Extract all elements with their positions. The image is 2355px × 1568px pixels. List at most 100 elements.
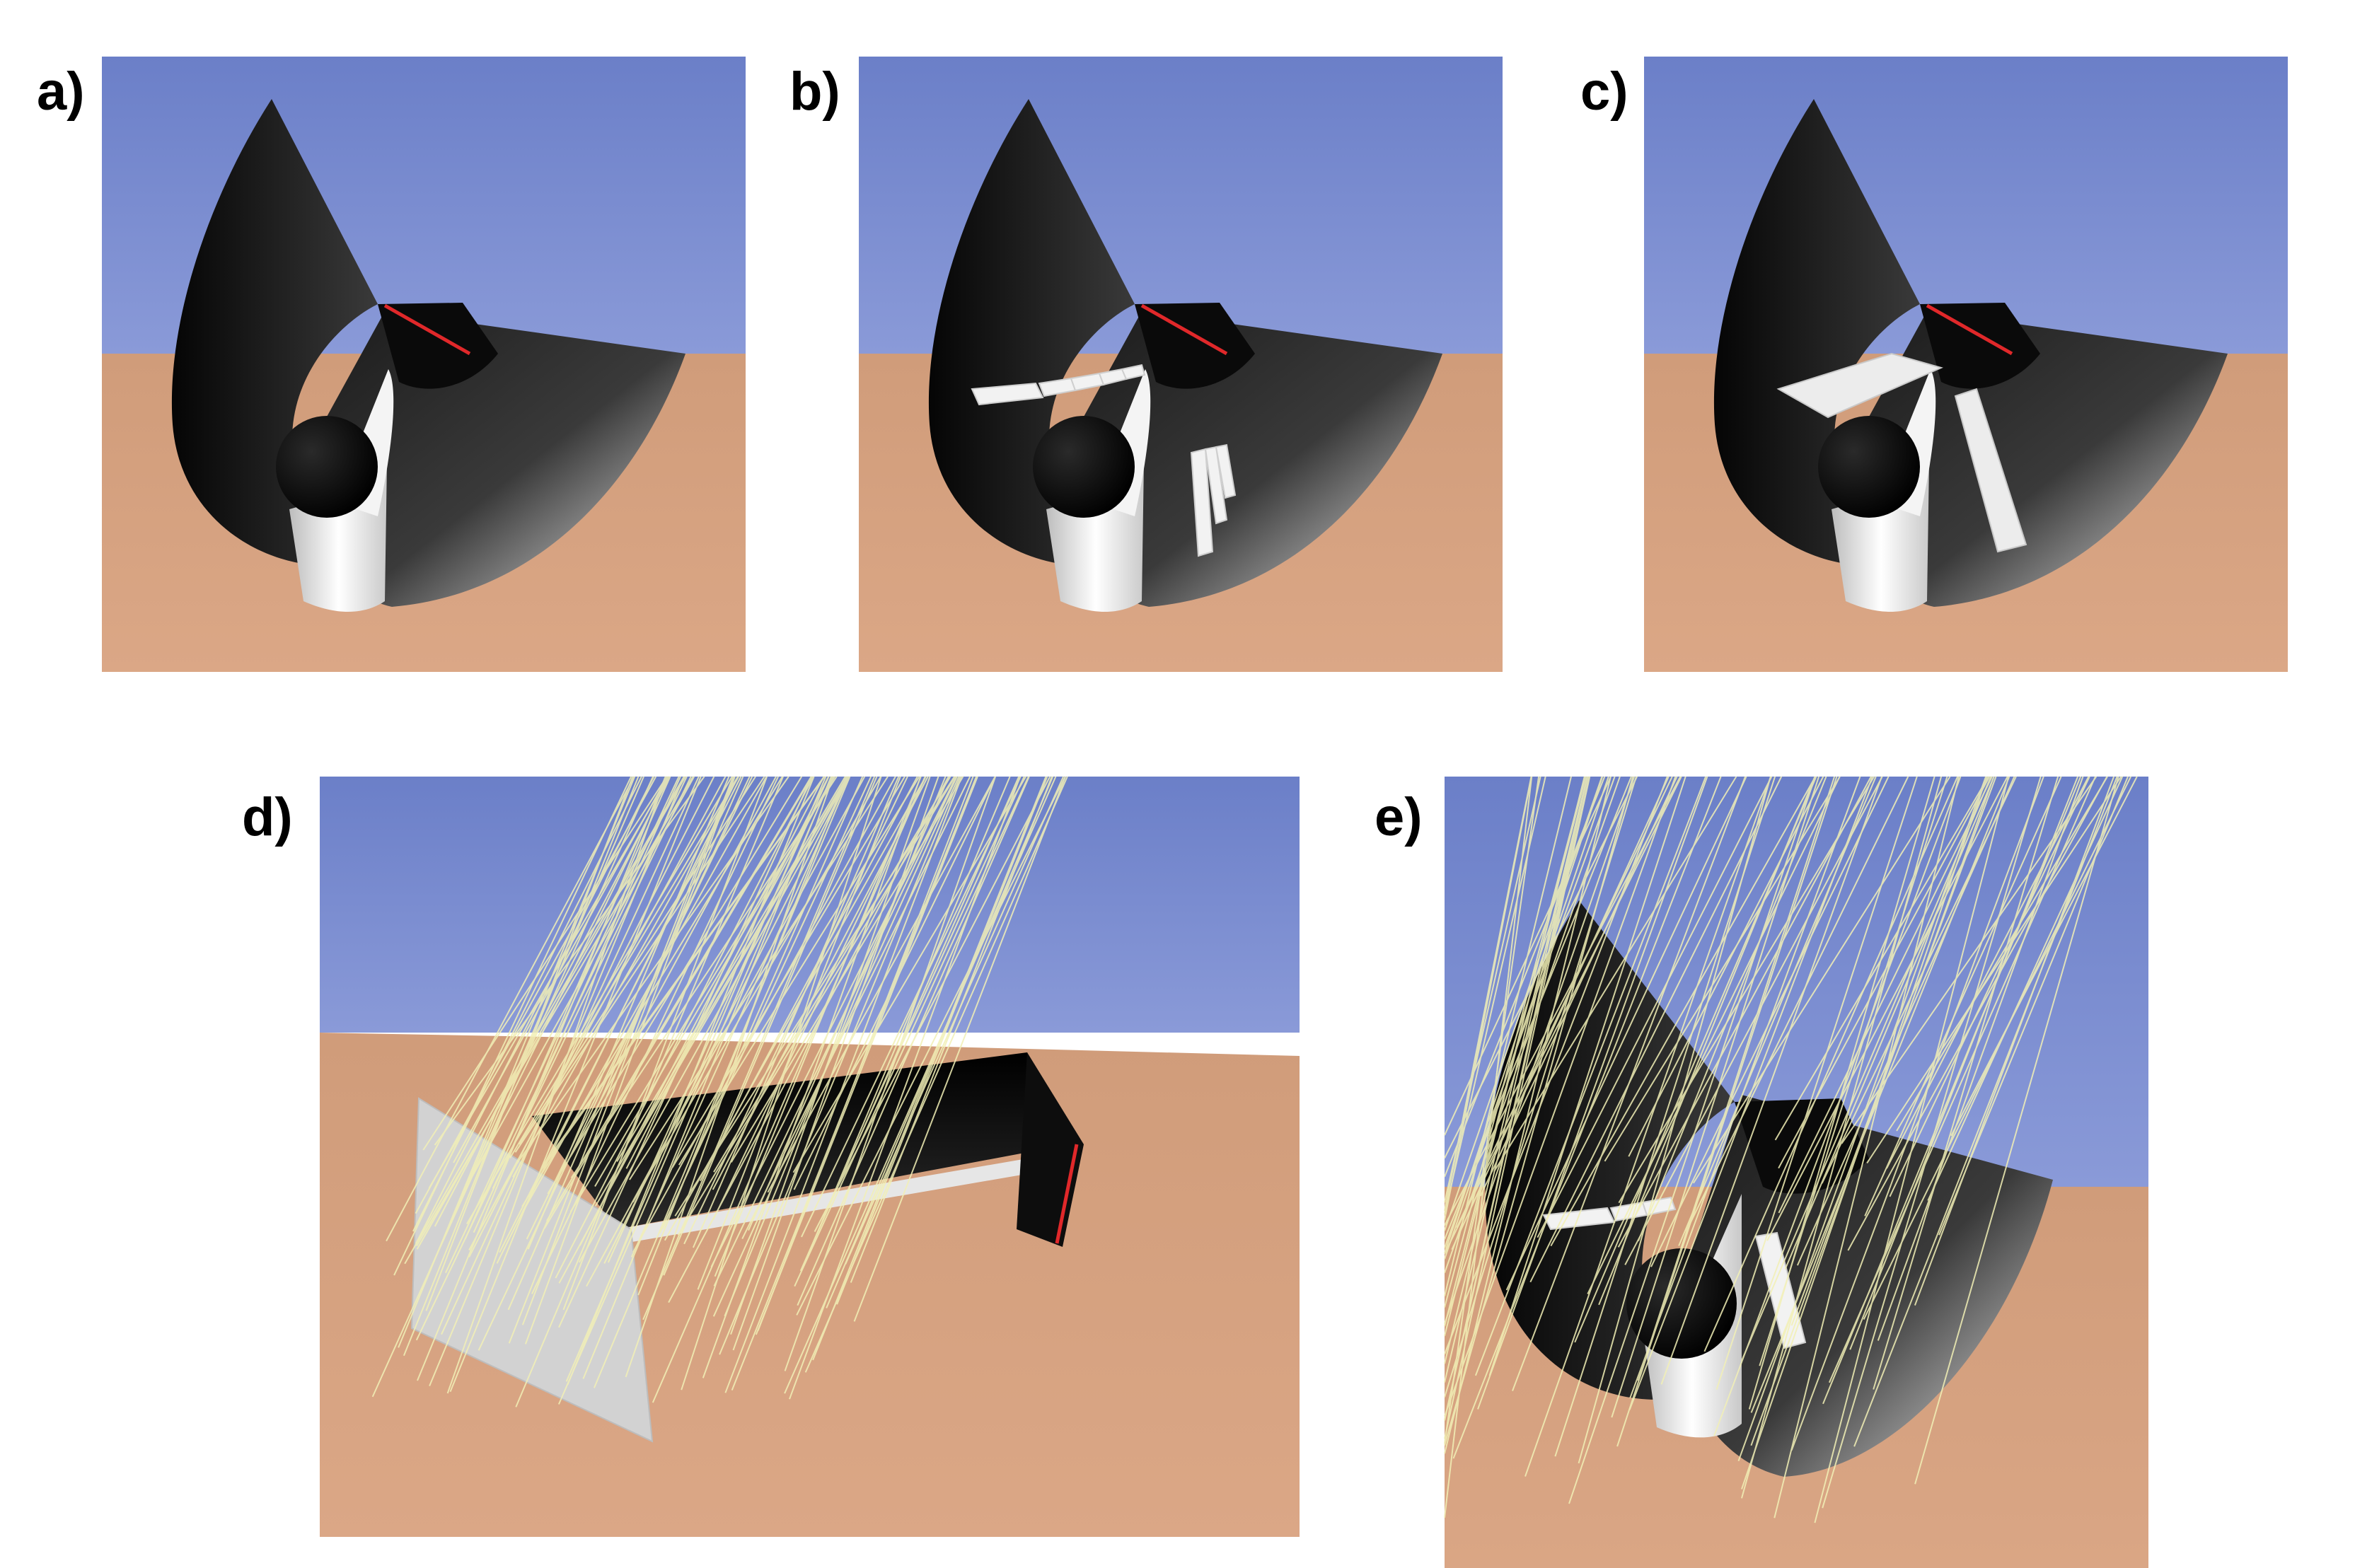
light-ray [1774,776,1960,1518]
light-ray [523,776,768,1210]
light-ray [826,776,1054,1308]
light-ray [1790,776,1997,1326]
light-ray [458,776,670,1202]
light-ray [1715,776,1918,1390]
light-ray [1637,776,1827,1241]
receiver-wing-right [1954,388,2027,553]
light-ray [508,776,734,1344]
light-ray [557,776,833,1405]
light-ray [719,776,961,1355]
panel-c-render [1644,57,2288,672]
light-ray [683,776,908,1245]
light-ray [1444,776,1591,1439]
light-ray [836,776,1048,1305]
light-ray [441,776,700,1335]
light-ray [1759,776,1948,1366]
light-ray [1554,776,1776,1457]
light-ray [784,776,997,1371]
light-ray [478,776,751,1351]
light-ray [663,776,878,1276]
light-ray [804,776,1011,1264]
light-ray [1637,776,1836,1381]
light-ray [730,776,964,1163]
light-ray [586,776,866,1287]
light-ray [1660,776,1882,1385]
light-ray [473,776,681,1233]
light-ray [1628,776,1824,1157]
light-ray [415,776,654,1244]
light-ray [692,776,900,1248]
light-ray [1444,776,1590,1420]
light-ray [732,776,939,1351]
light-ray [794,776,1029,1287]
light-ray [1686,776,1909,1231]
light-ray [386,776,635,1242]
light-ray [1444,776,1609,1260]
panel-a-render [102,57,746,672]
light-ray [507,776,744,1311]
light-ray [789,776,1021,1400]
light-ray [1617,776,1872,1248]
light-ray [850,776,1053,1283]
light-ray [512,776,739,1178]
light-ray [434,776,671,1227]
light-ray [1692,776,1951,1184]
light-ray [509,776,739,1158]
panel-label-d: d) [242,787,293,847]
light-ray [630,776,850,1258]
light-ray [702,776,922,1378]
panel-b-render [859,57,1503,672]
light-ray [632,776,896,1253]
light-ray [1678,776,1877,1246]
panel-d-render [320,776,1300,1537]
light-ray [801,776,1022,1238]
light-ray [1537,776,1773,1238]
light-ray [1713,776,1962,1436]
light-ray [1750,776,1995,1446]
light-ray [555,776,814,1279]
light-ray [681,776,882,1390]
light-ray [1886,776,2090,1169]
light-ray [1629,776,1861,1399]
light-ray [853,776,1067,1322]
light-ray [570,776,838,1179]
light-ray [1624,776,1883,1265]
light-ray [1444,776,1677,1417]
light-ray [593,776,851,1388]
light-ray [616,776,846,1162]
light-ray [668,776,949,1303]
light-ray [1790,776,2044,1451]
light-ray [415,776,657,1214]
light-ray [664,776,927,1241]
light-ray [521,776,735,1325]
light-ray [464,776,671,1240]
light-ray [393,776,632,1276]
light-ray [1444,776,1546,1215]
light-ray [1512,776,1747,1391]
panel-label-c: c) [1580,62,1628,122]
light-ray [629,776,889,1180]
light-ray [1864,776,2062,1216]
light-ray [1889,776,2090,1197]
receiver-fins [971,364,1237,557]
light-ray [1914,776,2115,1306]
light-ray [467,776,695,1185]
light-ray [1784,776,1995,1270]
light-ray [492,776,692,1189]
light-ray [1618,776,1875,1204]
light-ray [603,776,850,1264]
light-ray [1611,776,1820,1418]
light-ray [514,776,765,1153]
receiver-wing-left [1776,352,1943,419]
light-ray [569,776,836,1213]
light-ray [527,776,730,1250]
light-ray [797,776,1030,1306]
light-ray [578,776,850,1263]
light-ray [724,776,963,1393]
light-ray [1550,776,1817,1247]
light-ray [572,776,777,1152]
light-ray [1822,776,2042,1509]
light-ray [632,776,881,1203]
light-ray [1873,776,2059,1390]
